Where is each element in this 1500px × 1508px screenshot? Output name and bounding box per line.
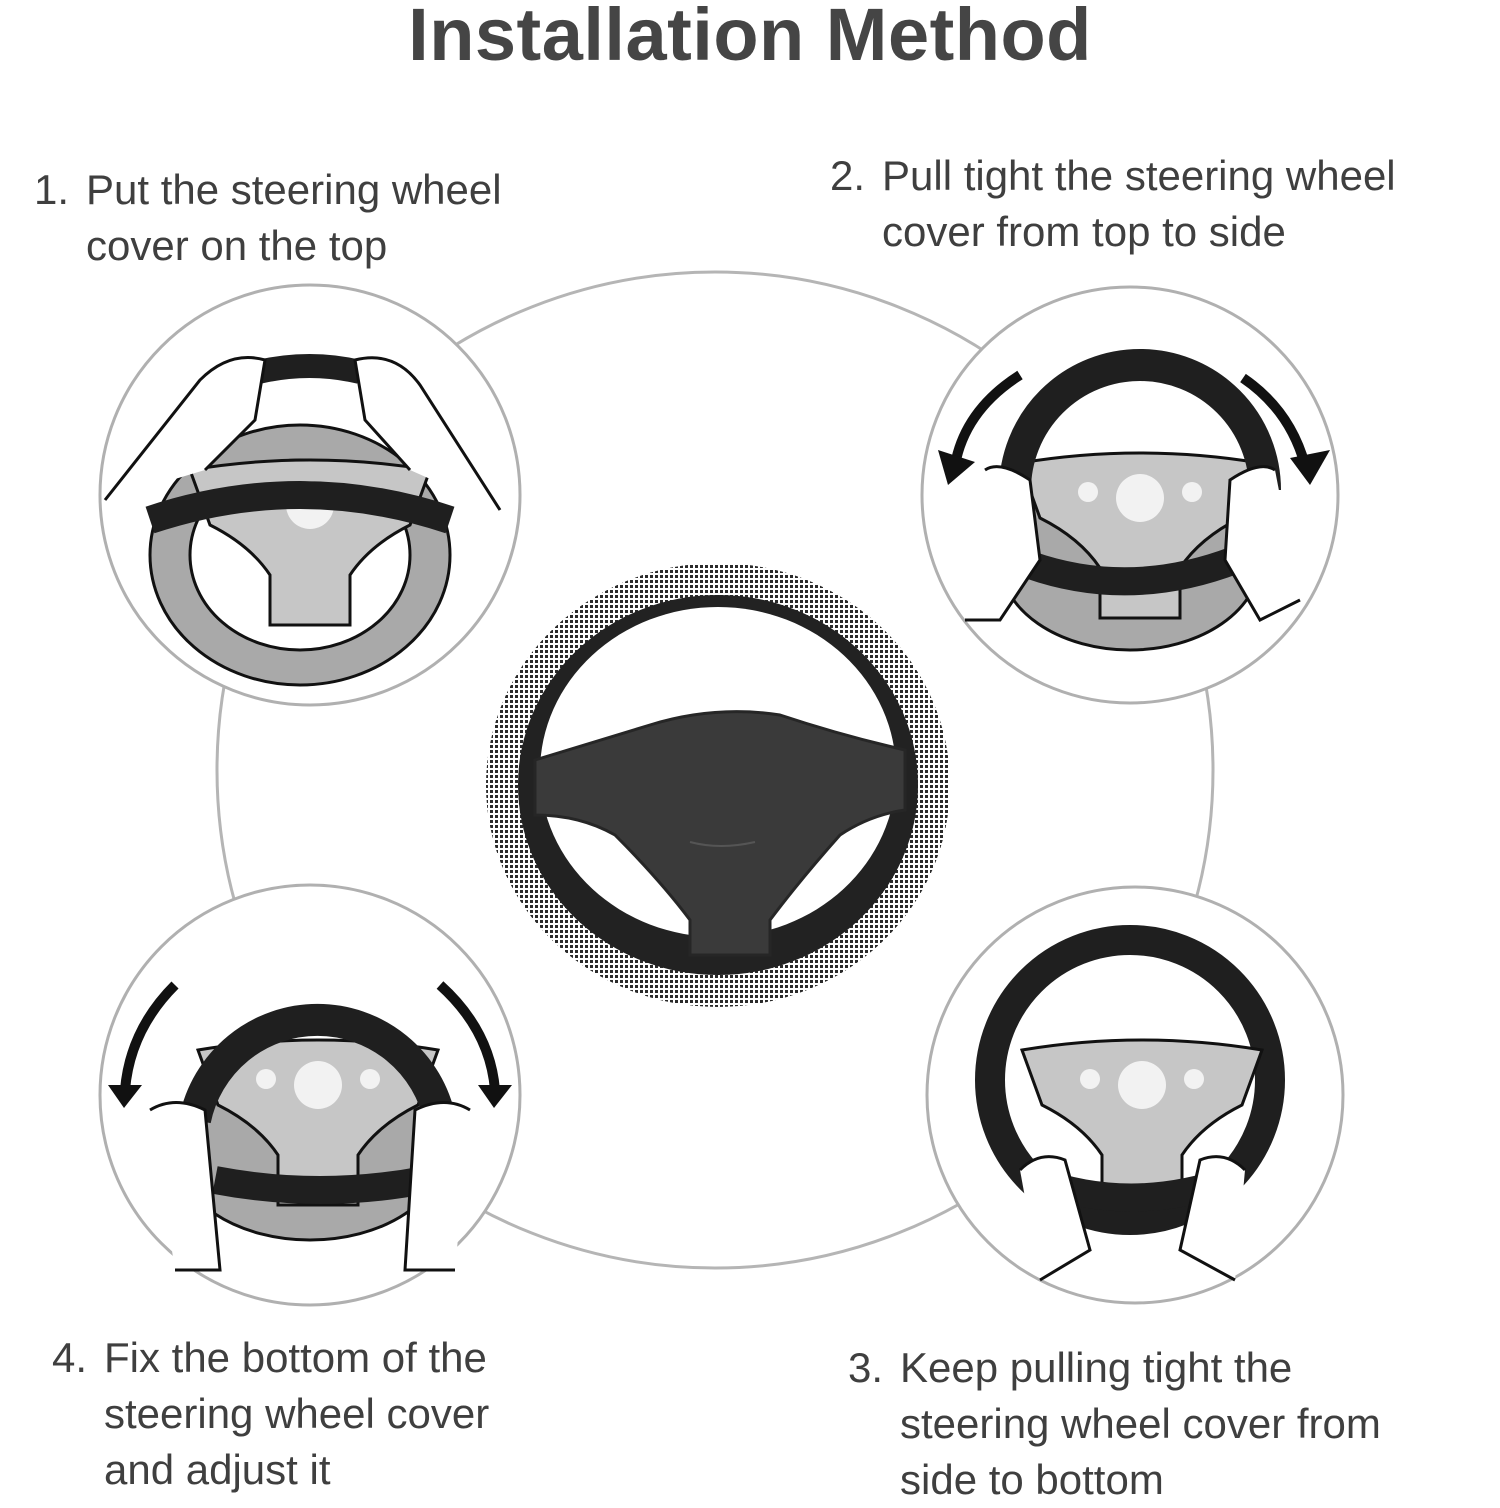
step-1-circle xyxy=(98,283,522,707)
step-4-circle xyxy=(98,883,522,1307)
step-text-line: Put the steering wheel xyxy=(86,166,502,213)
hands-on-wheel-top-icon xyxy=(103,354,502,687)
step-text-line: steering wheel cover from xyxy=(900,1400,1381,1447)
steering-wheel-product-icon xyxy=(486,563,950,1007)
step-text-line: Keep pulling tight the xyxy=(900,1344,1293,1391)
step-text-line: steering wheel cover xyxy=(104,1390,490,1437)
page-title: Installation Method xyxy=(408,0,1092,76)
step-2-caption: 2. Pull tight the steering wheel cover f… xyxy=(830,148,1490,260)
step-1-caption: 1. Put the steering wheel cover on the t… xyxy=(34,162,594,274)
adjust-arrows-icon xyxy=(108,981,512,1272)
step-text-line: side to bottom xyxy=(900,1456,1164,1503)
hands-bottom-icon xyxy=(975,925,1285,1282)
step-2-circle xyxy=(920,285,1340,705)
step-text-line: Pull tight the steering wheel xyxy=(882,152,1396,199)
step-number: 2. xyxy=(830,152,866,199)
step-number: 3. xyxy=(848,1344,884,1391)
step-3-circle xyxy=(925,885,1345,1305)
step-4-caption: 4. Fix the bottom of the steering wheel … xyxy=(52,1330,572,1498)
step-text-line: cover from top to side xyxy=(882,208,1286,255)
step-number: 1. xyxy=(34,166,70,213)
pull-arrows-icon xyxy=(938,349,1330,652)
step-text-line: Fix the bottom of the xyxy=(104,1334,487,1381)
step-text-line: and adjust it xyxy=(104,1446,331,1493)
step-3-caption: 3. Keep pulling tight the steering wheel… xyxy=(848,1340,1488,1508)
background-ring xyxy=(215,270,1215,1270)
step-text-line: cover on the top xyxy=(86,222,388,269)
step-number: 4. xyxy=(52,1334,88,1381)
